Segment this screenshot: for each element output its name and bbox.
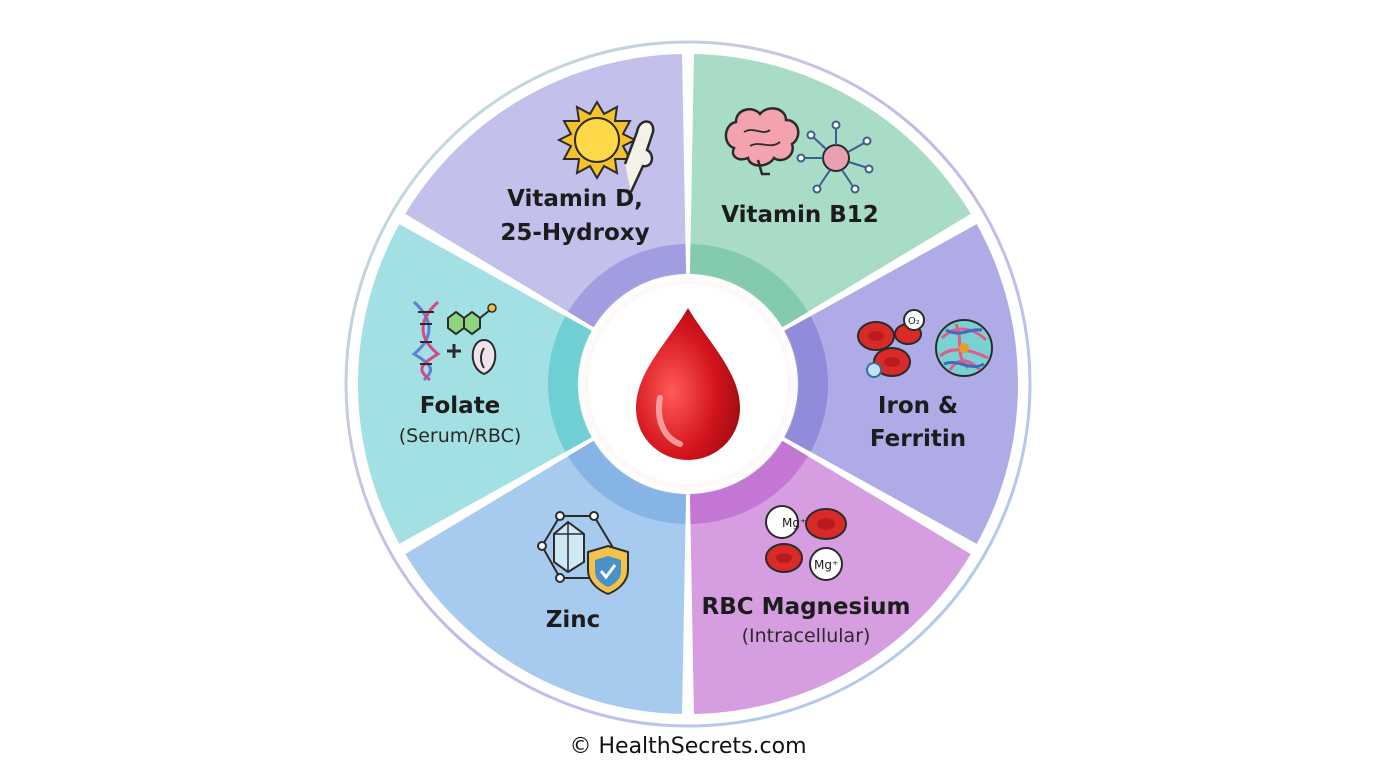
segment-ring-mg (568, 440, 687, 524)
segment-ring-zinc (548, 316, 592, 452)
segment-title: Zinc (546, 607, 601, 633)
segment-title: Iron & (878, 393, 958, 419)
segment-label-folate: Folate (Serum/RBC) (399, 393, 522, 447)
segment-ring-iron (689, 440, 808, 524)
segment-mg (405, 440, 687, 714)
segment-label-iron-ferritin: Iron & Ferritin (870, 393, 966, 452)
segment-label-rbc-magnesium: RBC Magnesium (Intracellular) (702, 594, 911, 647)
segment-title: Vitamin B12 (721, 202, 879, 228)
segment-title: RBC Magnesium (702, 594, 911, 620)
outer-rim (344, 40, 1032, 728)
segment-label-vitamin-b12: Vitamin B12 (721, 202, 879, 228)
red-cells-ferritin-icon (857, 309, 993, 378)
segment-label-vitamin-d: Vitamin D, 25-Hydroxy (500, 186, 649, 246)
segment-title: Ferritin (870, 426, 966, 452)
segment-ring-folate (568, 244, 687, 328)
segment-title: Vitamin D, (507, 186, 643, 212)
brain-neuron-icon (724, 107, 874, 194)
segment-label-zinc: Zinc (546, 607, 601, 633)
segment-title: Folate (420, 393, 501, 419)
svg-text:Mg⁺: Mg⁺ (814, 558, 838, 572)
segment-subtitle: (Intracellular) (742, 625, 871, 647)
magnesium-cells-icon (765, 505, 847, 581)
sun-bone-icon (556, 100, 655, 193)
blood-drop-icon (636, 308, 740, 460)
dna-molecule-icon (411, 300, 497, 382)
segment-ring-b12 (784, 316, 828, 452)
segment-ring-vitd (689, 244, 808, 328)
svg-text:Mg⁺: Mg⁺ (782, 516, 806, 530)
segment-b12 (784, 224, 1018, 544)
copyright-notice: © HealthSecrets.com (569, 734, 807, 759)
crystal-shield-icon (537, 511, 629, 596)
segment-title: 25-Hydroxy (500, 220, 649, 246)
svg-text:O₂: O₂ (908, 316, 920, 327)
segment-subtitle: (Serum/RBC) (399, 425, 522, 447)
center-hub (576, 272, 800, 496)
